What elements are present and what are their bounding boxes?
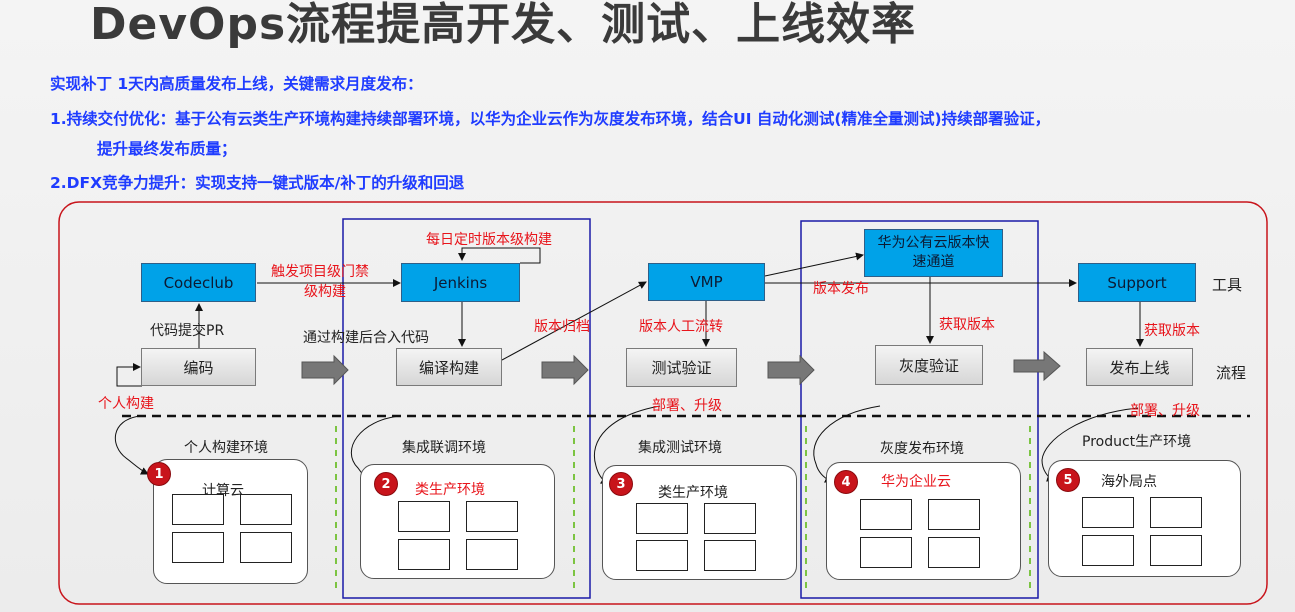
huawei-channel-box: 华为公有云版本快速通道 bbox=[864, 229, 1003, 277]
highlight-frame-gray bbox=[800, 220, 1039, 599]
label-archive: 版本归档 bbox=[534, 319, 590, 335]
env-3-node bbox=[636, 503, 688, 534]
env-number-2: 2 bbox=[374, 472, 398, 496]
env-box-4: 华为企业云 bbox=[826, 462, 1021, 580]
env-1-node bbox=[172, 532, 224, 563]
env-3-node bbox=[704, 540, 756, 571]
intro-line-3: 提升最终发布质量； bbox=[97, 140, 237, 158]
intro-line-2: 1.持续交付优化：基于公有云类生产环境构建持续部署环境，以华为企业云作为灰度发布… bbox=[50, 110, 1051, 128]
env-inner-4: 华为企业云 bbox=[881, 474, 951, 490]
env-number-5: 5 bbox=[1056, 468, 1080, 492]
intro-line-1: 实现补丁 1天内高质量发布上线，关键需求月度发布： bbox=[50, 75, 423, 93]
env-5-node bbox=[1082, 535, 1134, 566]
env-box-3: 类生产环境 bbox=[602, 465, 797, 580]
env-box-1: 计算云 bbox=[153, 459, 308, 584]
env-header-5: Product生产环境 bbox=[1082, 434, 1192, 450]
env-header-4: 灰度发布环境 bbox=[880, 441, 964, 457]
env-3-node bbox=[636, 540, 688, 571]
env-box-5: 海外局点 bbox=[1048, 460, 1241, 577]
label-deploy-upgrade-test: 部署、升级 bbox=[652, 398, 722, 414]
process-compile: 编译构建 bbox=[396, 348, 502, 386]
label-get-version-support: 获取版本 bbox=[1144, 323, 1200, 339]
row-label-flow: 流程 bbox=[1216, 364, 1247, 382]
process-coding: 编码 bbox=[141, 348, 256, 386]
codeclub-box: Codeclub bbox=[141, 263, 256, 302]
label-deploy-upgrade-release: 部署、升级 bbox=[1130, 403, 1200, 419]
jenkins-box: Jenkins bbox=[401, 263, 520, 302]
env-header-1: 个人构建环境 bbox=[184, 440, 268, 456]
env-number-1: 1 bbox=[147, 462, 171, 486]
env-5-node bbox=[1150, 535, 1202, 566]
label-release-version: 版本发布 bbox=[813, 281, 869, 297]
label-daily-build: 每日定时版本级构建 bbox=[426, 232, 552, 248]
env-inner-3: 类生产环境 bbox=[658, 485, 728, 501]
label-trigger-line-2: 级构建 bbox=[304, 284, 346, 300]
intro-line-4: 2.DFX竞争力提升：实现支持一键式版本/补丁的升级和回退 bbox=[50, 174, 465, 192]
env-header-3: 集成测试环境 bbox=[638, 440, 722, 456]
env-5-node bbox=[1150, 497, 1202, 528]
process-gray: 灰度验证 bbox=[875, 345, 983, 385]
process-release: 发布上线 bbox=[1086, 348, 1193, 386]
env-3-node bbox=[704, 503, 756, 534]
label-get-version-gray: 获取版本 bbox=[939, 317, 995, 333]
env-2-node bbox=[398, 539, 450, 570]
page-title: DevOps流程提高开发、测试、上线效率 bbox=[90, 0, 917, 50]
env-1-node bbox=[172, 494, 224, 525]
env-1-node bbox=[240, 494, 292, 525]
env-2-node bbox=[466, 501, 518, 532]
env-4-node bbox=[860, 537, 912, 568]
env-inner-5: 海外局点 bbox=[1101, 474, 1157, 490]
label-manual-flow: 版本人工流转 bbox=[639, 319, 723, 335]
env-number-4: 4 bbox=[834, 470, 858, 494]
outer-frame bbox=[58, 201, 1268, 605]
process-test: 测试验证 bbox=[626, 348, 737, 387]
env-2-node bbox=[466, 539, 518, 570]
label-personal-build: 个人构建 bbox=[98, 396, 154, 412]
env-5-node bbox=[1082, 497, 1134, 528]
env-2-node bbox=[398, 501, 450, 532]
highlight-frame-integration bbox=[342, 218, 591, 599]
env-4-node bbox=[860, 499, 912, 530]
row-label-tools: 工具 bbox=[1212, 276, 1243, 294]
env-header-2: 集成联调环境 bbox=[402, 440, 486, 456]
label-merge-code: 通过构建后合入代码 bbox=[303, 330, 429, 346]
env-number-3: 3 bbox=[609, 472, 633, 496]
env-inner-2: 类生产环境 bbox=[415, 482, 485, 498]
env-4-node bbox=[928, 537, 980, 568]
label-trigger-line-1: 触发项目级门禁 bbox=[271, 264, 369, 280]
label-submit-pr: 代码提交PR bbox=[150, 323, 225, 339]
vmp-box: VMP bbox=[648, 263, 765, 301]
support-box: Support bbox=[1078, 263, 1196, 302]
env-4-node bbox=[928, 499, 980, 530]
env-1-node bbox=[240, 532, 292, 563]
